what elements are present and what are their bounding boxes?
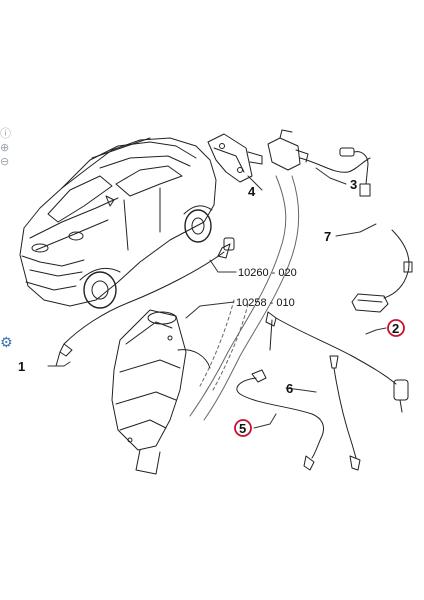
label-part-3: 3 xyxy=(350,177,357,192)
leader-lines xyxy=(47,167,387,429)
part-5-sensor xyxy=(236,369,325,471)
info-icon[interactable]: ⓘ xyxy=(0,127,11,140)
gear-icon[interactable]: ⚙ xyxy=(0,335,13,351)
label-part-5: 5 xyxy=(239,421,246,436)
part-4-bracket xyxy=(207,133,263,183)
label-part-2: 2 xyxy=(392,321,399,336)
label-part-1: 1 xyxy=(18,359,25,374)
label-part-4: 4 xyxy=(248,184,256,199)
zoom-out-icon[interactable]: ⊖ xyxy=(0,155,10,168)
label-ref-10260-020: 10260 - 020 xyxy=(238,267,297,279)
label-ref-10258-010: 10258 - 010 xyxy=(236,297,295,309)
label-part-7: 7 xyxy=(324,229,331,244)
highlight-circle-5 xyxy=(234,419,252,437)
exhaust-pipe xyxy=(189,175,300,421)
catalytic-converter xyxy=(111,309,211,475)
highlight-circle-2 xyxy=(387,319,405,337)
label-part-6: 6 xyxy=(286,381,293,396)
part-2-sensor xyxy=(265,311,409,413)
part-6-probe xyxy=(329,355,361,471)
zoom-in-icon[interactable]: ⊕ xyxy=(0,141,10,154)
part-3-sensor xyxy=(267,129,371,197)
part-1-sensor xyxy=(55,237,235,367)
part-7-connector xyxy=(351,229,413,313)
car-illustration xyxy=(19,137,217,309)
